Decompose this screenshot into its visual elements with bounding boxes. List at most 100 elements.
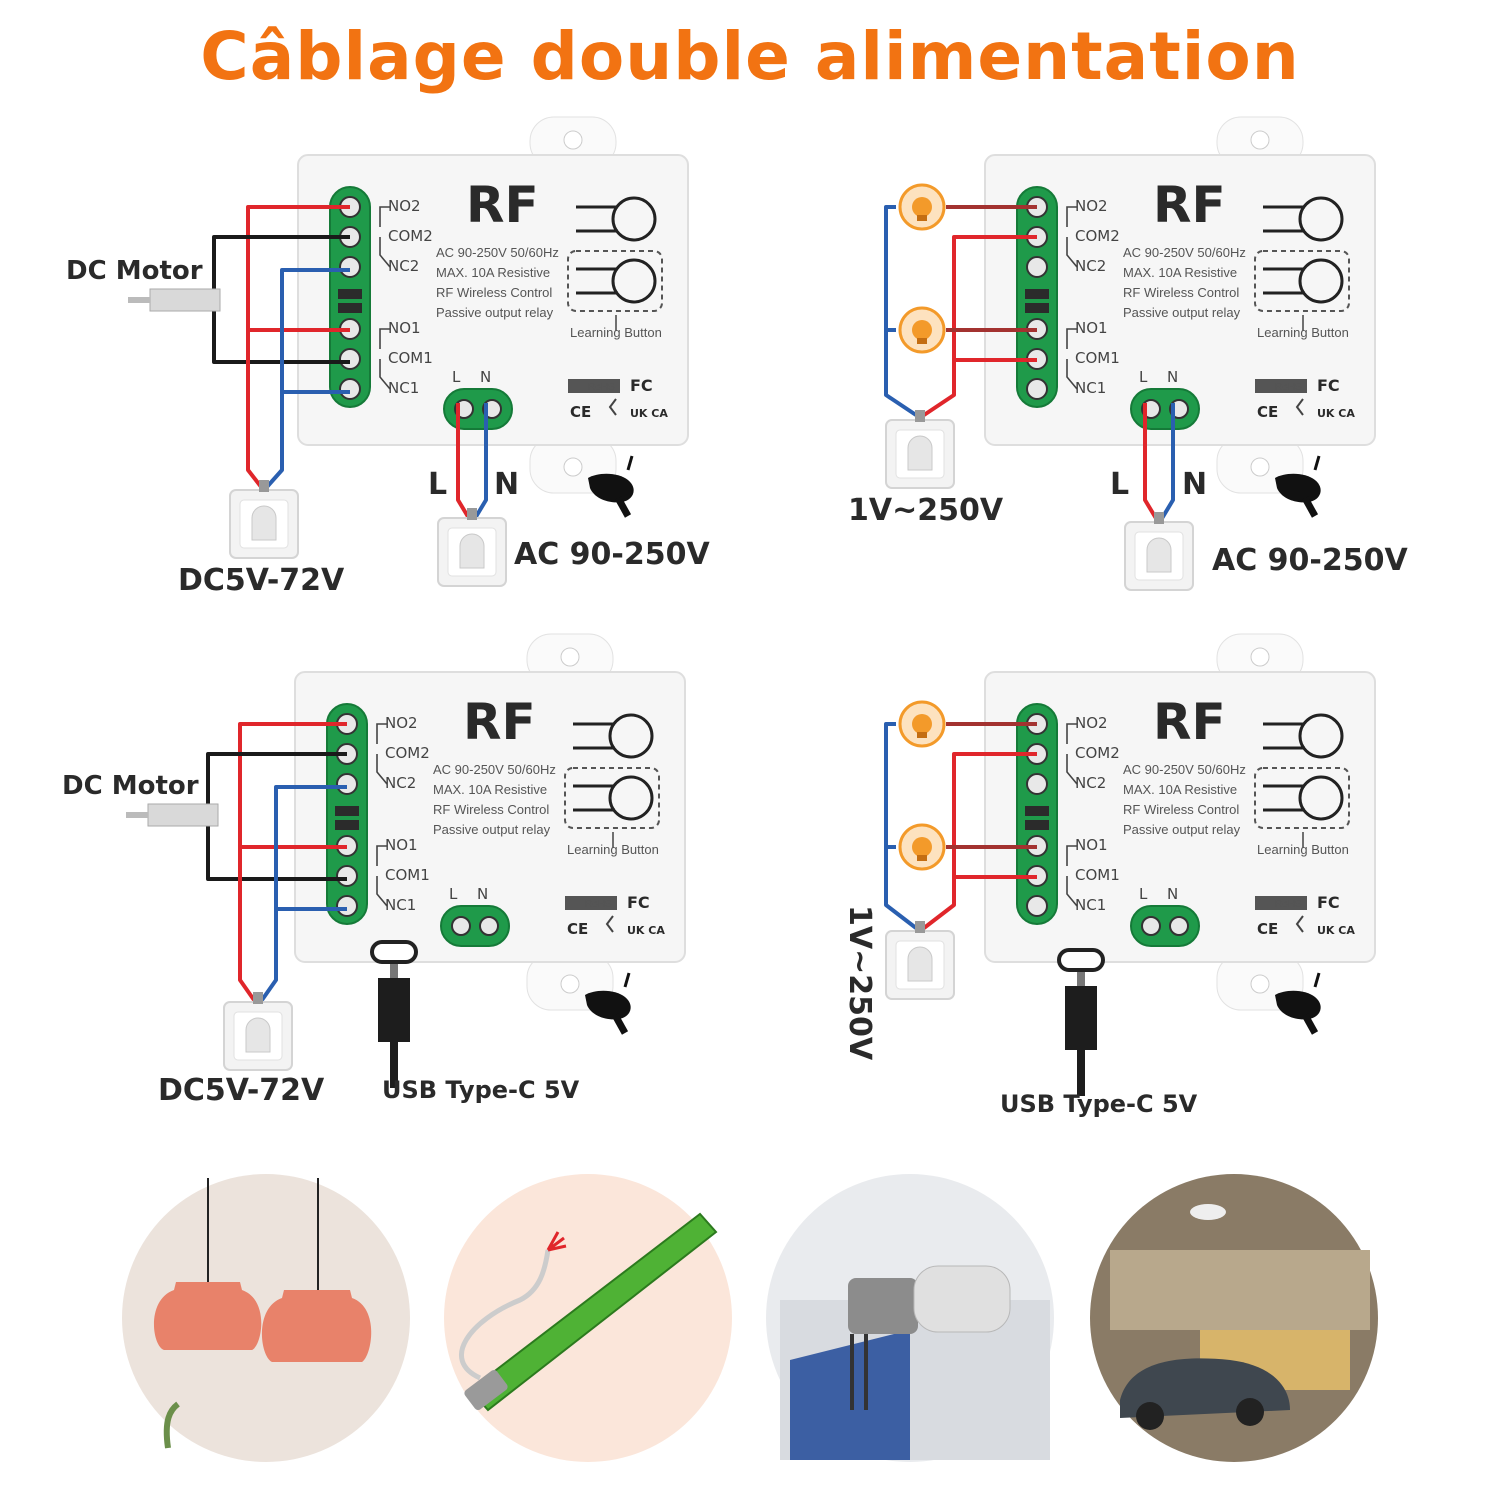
brand-label: RF [1153,693,1226,751]
power-n-terminal: N [480,368,491,386]
spec-line-4: Passive output relay [436,305,554,320]
terminal-nc2: NC2 [1075,257,1106,275]
diagram-top-right: NO2 COM2 NC2 NO1 COM1 NC1 RF AC 90-250V … [848,115,1409,591]
ac-supply-label: AC 90-250V [514,537,711,572]
power-n-terminal: N [477,885,488,903]
power-l-terminal: L [1139,368,1148,386]
terminal-no2: NO2 [1075,197,1108,215]
ce-mark: CE [567,920,588,938]
usb-c-plug-icon [370,940,418,1090]
rohs-mark: RoHS [588,382,615,393]
fc-mark: FC [1317,893,1340,912]
load-supply-label: 1V~250V [842,905,877,1061]
power-n-terminal: N [1167,368,1178,386]
power-n-terminal: N [1167,885,1178,903]
spec-line-2: MAX. 10A Resistive [433,782,547,797]
ce-mark: CE [1257,403,1278,421]
learning-button-label: Learning Button [567,842,659,857]
garage-door-photo [1090,1174,1378,1462]
spec-line-4: Passive output relay [1123,305,1241,320]
brand-label: RF [1153,176,1226,234]
wire-n-label: N [1182,467,1207,502]
ukca-mark: UK CA [630,407,668,420]
terminal-com2: COM2 [1075,227,1120,245]
ukca-mark: UK CA [627,924,665,937]
wire-l-label: L [1110,467,1129,502]
spec-line-3: RF Wireless Control [433,802,549,817]
dc-supply-socket [229,479,299,559]
terminal-no1: NO1 [1075,319,1108,337]
load-supply-label: 1V~250V [848,493,1004,528]
dc-motor [127,288,221,312]
terminal-com1: COM1 [388,349,433,367]
terminal-com2: COM2 [1075,744,1120,762]
spec-line-4: Passive output relay [433,822,551,837]
power-l-terminal: L [452,368,461,386]
spec-line-1: AC 90-250V 50/60Hz [1123,762,1246,777]
ac-supply-label: AC 90-250V [1212,543,1409,578]
pendant-lamps-photo [122,1174,410,1462]
terminal-com1: COM1 [1075,866,1120,884]
lamp-icon [898,823,946,871]
terminal-nc1: NC1 [1075,379,1106,397]
dc-motor-label: DC Motor [66,256,203,286]
ce-mark: CE [570,403,591,421]
power-l-terminal: L [1139,885,1148,903]
rohs-mark: RoHS [585,899,612,910]
spec-line-3: RF Wireless Control [1123,285,1239,300]
wire-l-label: L [428,467,447,502]
lamp-icon [898,306,946,354]
diagram-bottom-right: NO2 COM2 NC2 NO1 COM1 NC1 RF AC 90-250V … [842,632,1377,1118]
rohs-mark: RoHS [1275,382,1302,393]
ce-mark: CE [1257,920,1278,938]
application-photos [122,1174,1378,1462]
diagram-bottom-left: NO2 COM2 NC2 NO1 COM1 NC1 RF AC 90-250V … [62,632,687,1108]
ac-supply-socket [1124,511,1194,591]
terminal-com1: COM1 [1075,349,1120,367]
terminal-nc1: NC1 [385,896,416,914]
terminal-nc2: NC2 [1075,774,1106,792]
terminal-nc1: NC1 [388,379,419,397]
spec-line-2: MAX. 10A Resistive [1123,265,1237,280]
terminal-no1: NO1 [1075,836,1108,854]
terminal-nc1: NC1 [1075,896,1106,914]
spec-line-1: AC 90-250V 50/60Hz [433,762,556,777]
lamp-icon [898,183,946,231]
load-supply-socket [885,409,955,489]
ac-supply-socket [437,507,507,587]
tubular-motor-photo [444,1174,732,1462]
usb-supply-label: USB Type-C 5V [1000,1090,1198,1118]
dc-motor [125,803,219,827]
fc-mark: FC [630,376,653,395]
learning-button-label: Learning Button [1257,325,1349,340]
load-supply-socket [885,920,955,1000]
spec-line-2: MAX. 10A Resistive [1123,782,1237,797]
dc-supply-label: DC5V-72V [178,563,345,598]
ukca-mark: UK CA [1317,924,1355,937]
terminal-com2: COM2 [385,744,430,762]
lamp-icon [898,700,946,748]
dc-supply-label: DC5V-72V [158,1073,325,1108]
dc-supply-socket [223,991,293,1071]
page-title: Câblage double alimentation [200,18,1300,95]
brand-label: RF [466,176,539,234]
spec-line-3: RF Wireless Control [436,285,552,300]
terminal-no1: NO1 [388,319,421,337]
brand-label: RF [463,693,536,751]
learning-button-label: Learning Button [1257,842,1349,857]
roller-door-motor-photo [766,1174,1054,1462]
rohs-mark: RoHS [1275,899,1302,910]
ukca-mark: UK CA [1317,407,1355,420]
dc-motor-label: DC Motor [62,771,199,801]
fc-mark: FC [627,893,650,912]
usb-c-plug-icon [1057,948,1105,1098]
terminal-nc2: NC2 [385,774,416,792]
wire-n-label: N [494,467,519,502]
spec-line-1: AC 90-250V 50/60Hz [1123,245,1246,260]
usb-supply-label: USB Type-C 5V [382,1076,580,1104]
terminal-no1: NO1 [385,836,418,854]
terminal-com2: COM2 [388,227,433,245]
spec-line-4: Passive output relay [1123,822,1241,837]
spec-line-1: AC 90-250V 50/60Hz [436,245,559,260]
